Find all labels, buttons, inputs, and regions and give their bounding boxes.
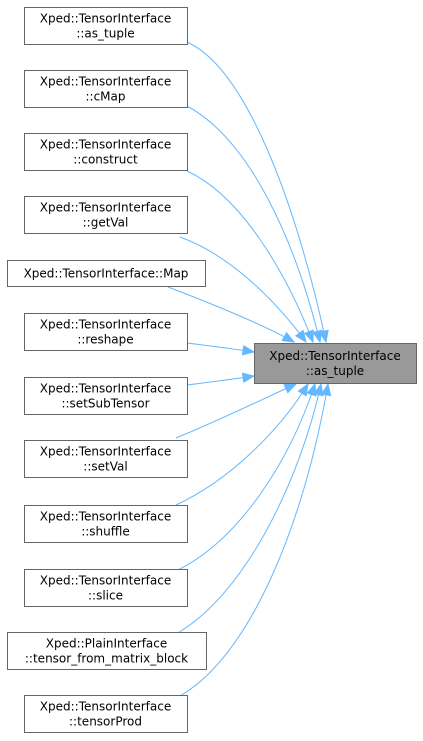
caller-node-tensorProd[interactable]: Xped::TensorInterface::tensorProd [24,695,188,733]
caller-node-label-line: Xped::TensorInterface::Map [24,267,189,281]
caller-node-label-line: ::getVal [83,216,129,230]
caller-node-reshape[interactable]: Xped::TensorInterface::reshape [24,313,188,351]
edge-as_tuple [186,41,327,343]
target-node-label-line: ::as_tuple [306,364,364,378]
edge-setVal [175,383,297,439]
caller-node-label-line: Xped::PlainInterface [46,637,168,651]
arrowhead-icon [283,383,298,394]
edge-Map [167,286,295,343]
edge-tensor_from_matrix_block [175,383,322,635]
arrowhead-icon [303,329,314,344]
arrowhead-icon [281,331,296,343]
caller-node-label-line: Xped::TensorInterface [40,318,171,332]
caller-node-box [24,133,188,171]
caller-node-cMap[interactable]: Xped::TensorInterface::cMap [24,70,188,108]
caller-node-label-line: ::cMap [85,90,125,104]
caller-node-Map[interactable]: Xped::TensorInterface::Map [7,260,206,287]
caller-node-label-line: Xped::TensorInterface [40,75,171,89]
caller-node-label-line: ::shuffle [81,525,130,539]
target-node-box [254,343,417,384]
caller-node-label-line: ::tensorProd [69,715,142,729]
caller-node-slice[interactable]: Xped::TensorInterface::slice [24,569,188,607]
caller-node-box [24,695,188,733]
target-node-label-line: Xped::TensorInterface [269,349,400,363]
arrowhead-icon [294,329,307,344]
arrowhead-icon [241,372,256,383]
caller-node-label-line: ::construct [73,153,138,167]
caller-node-box [24,569,188,607]
target-node-target[interactable]: Xped::TensorInterface::as_tuple [254,343,417,384]
caller-node-label-line: Xped::TensorInterface [40,201,171,215]
arrowhead-icon [306,382,317,397]
caller-node-box [24,377,188,415]
nodes-layer: Xped::TensorInterface::as_tupleXped::Ten… [7,7,417,733]
caller-node-as_tuple[interactable]: Xped::TensorInterface::as_tuple [24,7,188,45]
edge-tensorProd [175,383,329,699]
arrowhead-icon [312,329,323,344]
caller-node-label-line: ::setVal [83,460,127,474]
caller-node-shuffle[interactable]: Xped::TensorInterface::shuffle [24,505,188,543]
caller-node-label-line: Xped::TensorInterface [40,12,171,26]
caller-node-label-line: ::tensor_from_matrix_block [25,652,188,666]
caller-node-box [7,260,206,287]
arrowhead-icon [241,345,256,356]
edge-construct [186,170,314,343]
caller-node-label-line: Xped::TensorInterface [40,445,171,459]
edge-getVal [179,236,307,343]
edge-cMap [186,105,321,343]
edges-layer [167,41,332,699]
caller-node-label-line: Xped::TensorInterface [40,138,171,152]
caller-node-box [7,632,207,670]
caller-node-box [24,505,188,543]
edge-slice [175,383,316,572]
caller-node-label-line: Xped::TensorInterface [40,510,171,524]
caller-node-getVal[interactable]: Xped::TensorInterface::getVal [24,196,188,234]
edge-shuffle [175,383,309,506]
caller-node-label-line: Xped::TensorInterface [40,574,171,588]
caller-node-box [24,196,188,234]
caller-node-label-line: ::as_tuple [76,27,134,41]
caller-node-box [24,313,188,351]
arrowhead-icon [313,382,324,397]
caller-node-label-line: ::setSubTensor [61,397,149,411]
caller-node-label-line: ::reshape [77,333,133,347]
caller-node-label-line: Xped::TensorInterface [40,382,171,396]
caller-node-setSubTensor[interactable]: Xped::TensorInterface::setSubTensor [24,377,188,415]
arrowhead-icon [297,382,309,397]
caller-node-label-line: Xped::TensorInterface [40,700,171,714]
caller-node-box [24,440,188,478]
caller-node-construct[interactable]: Xped::TensorInterface::construct [24,133,188,171]
caller-node-tensor_from_matrix_block[interactable]: Xped::PlainInterface::tensor_from_matrix… [7,632,207,670]
caller-node-setVal[interactable]: Xped::TensorInterface::setVal [24,440,188,478]
caller-node-label-line: ::slice [88,589,123,603]
caller-node-box [24,70,188,108]
arrowhead-icon [320,382,332,397]
caller-node-box [24,7,188,45]
